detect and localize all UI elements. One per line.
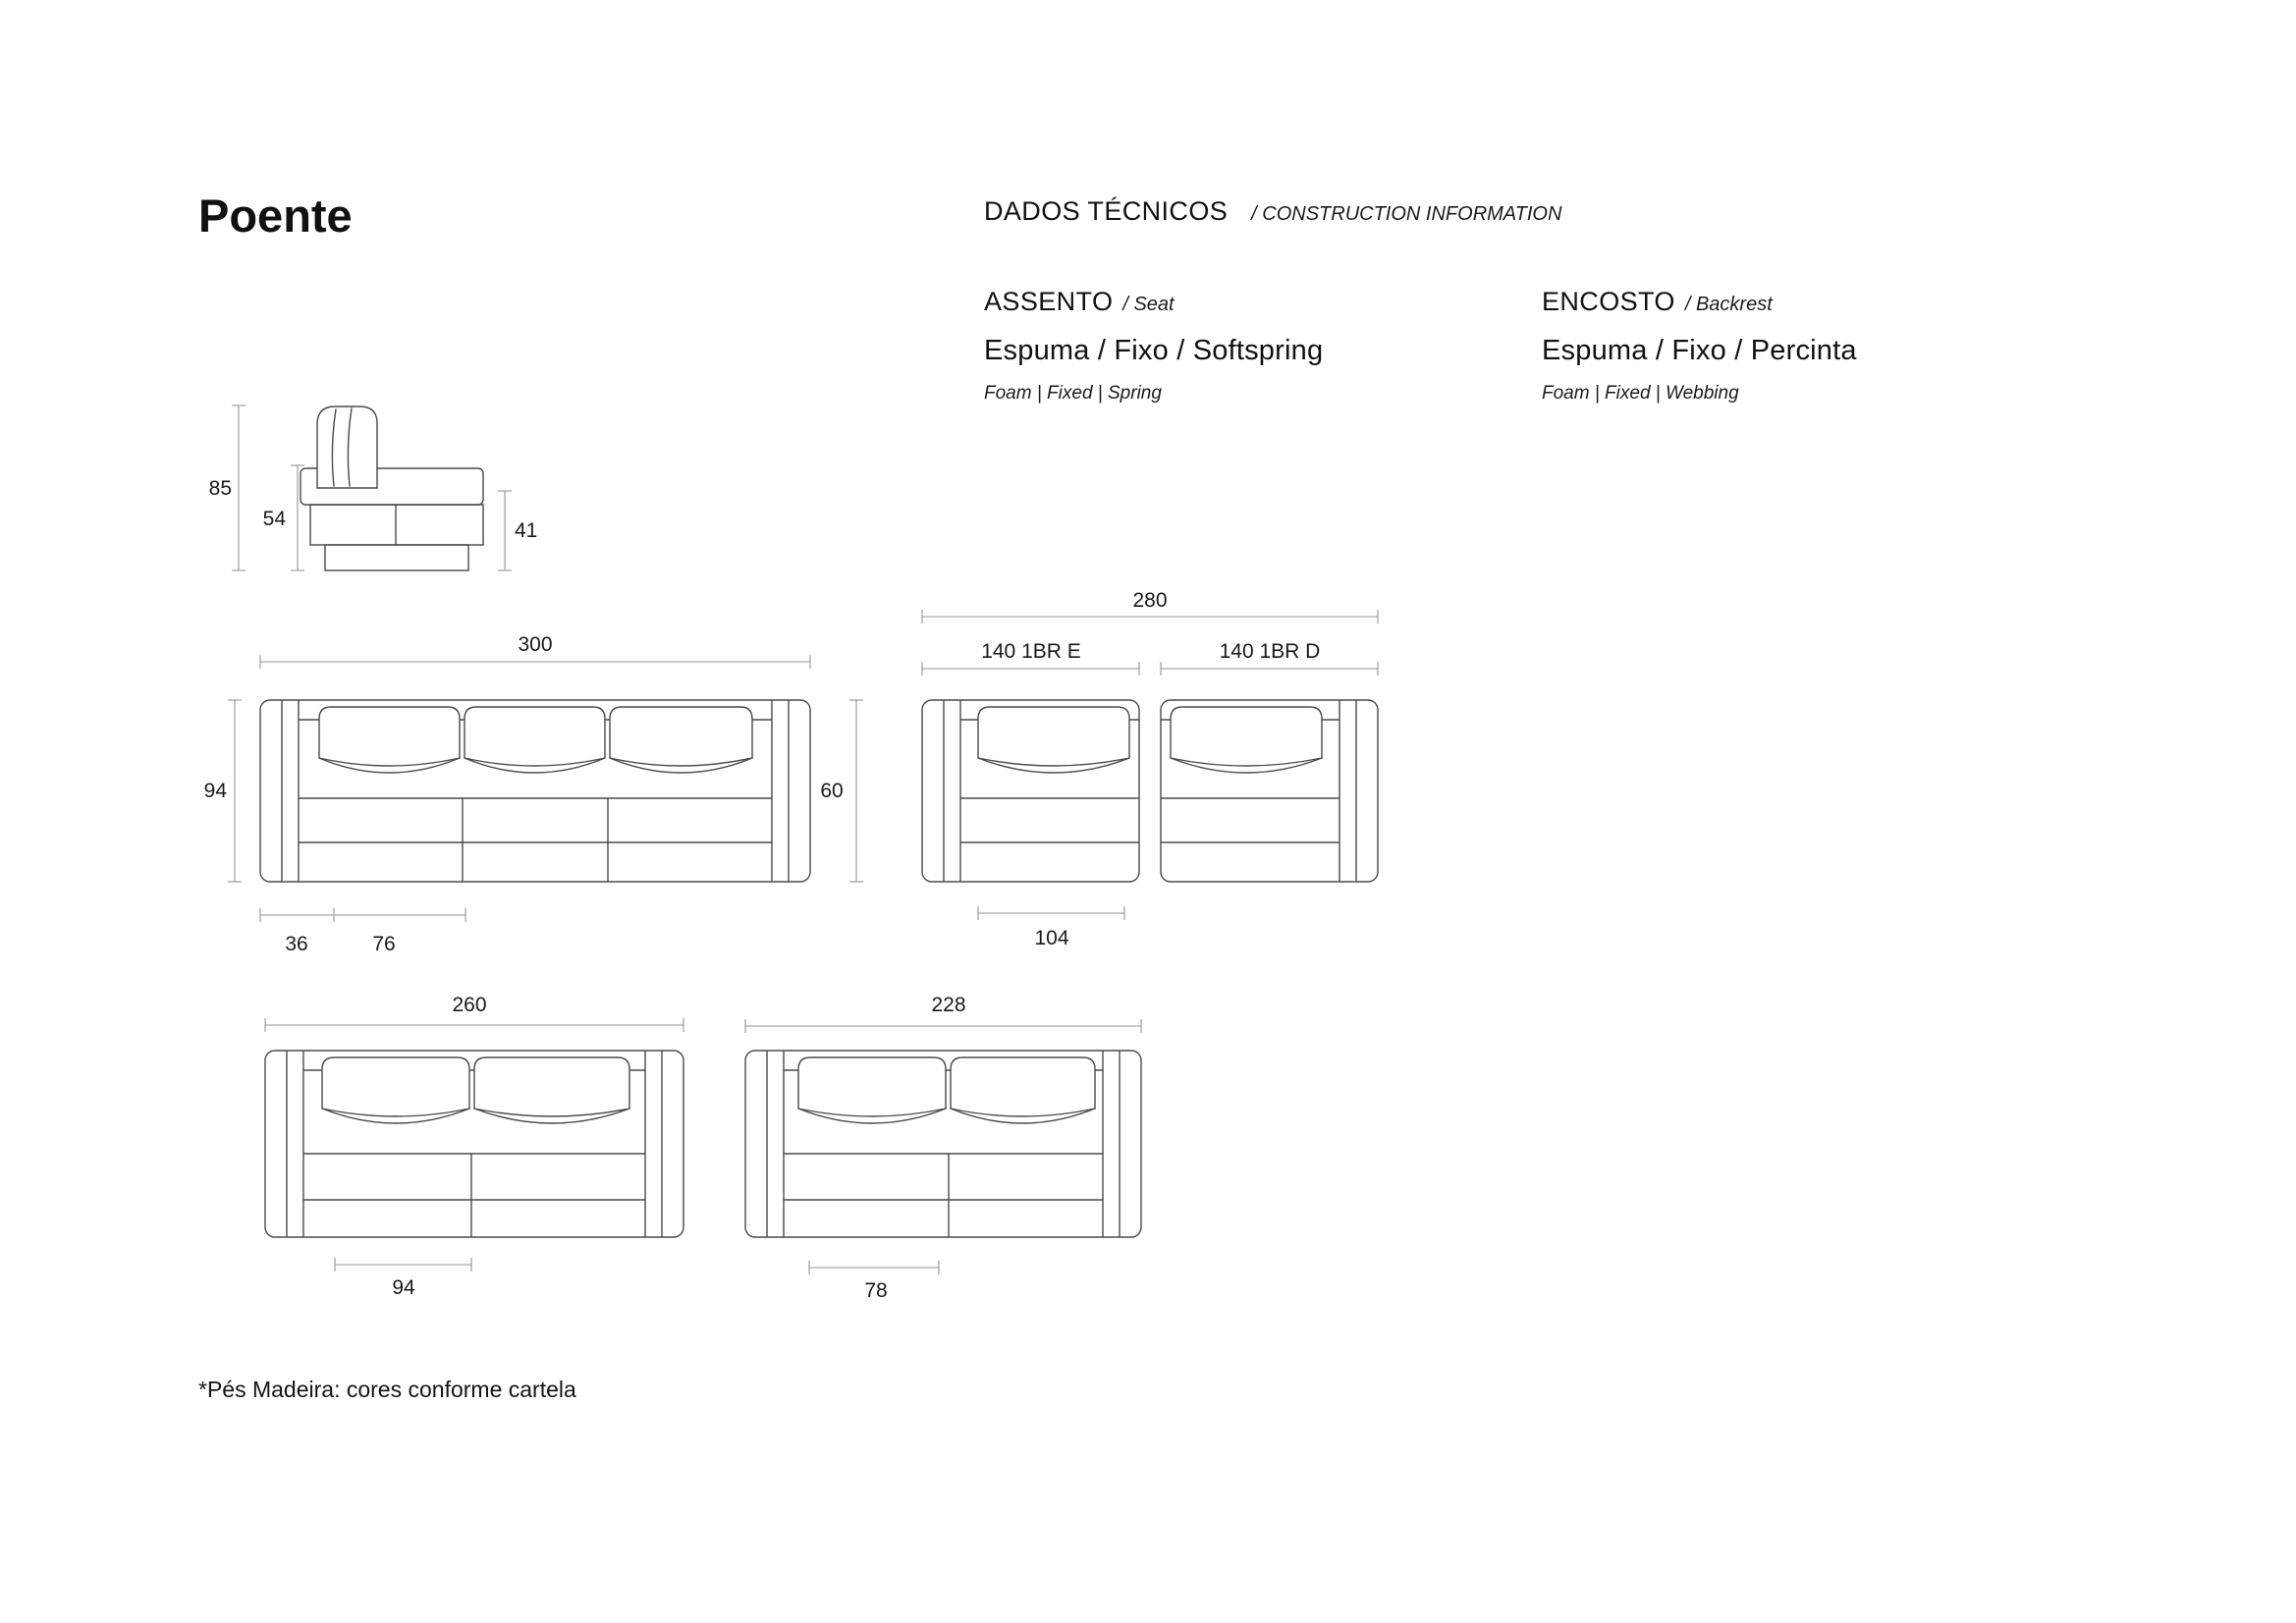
top-view-300-drawing (259, 699, 811, 883)
dim-side-seat-height: 54 (262, 508, 286, 530)
module-140e-outline (921, 699, 1140, 883)
top-view-260-drawing (264, 1050, 684, 1238)
footnote: *Pés Madeira: cores conforme cartela (198, 1377, 576, 1402)
seat-cushion (318, 706, 461, 767)
dim-280-module-right: 140 1BR D (1219, 640, 1321, 663)
module-140d-outline (1160, 699, 1379, 883)
product-title: Poente (198, 189, 353, 242)
seat-cushion (977, 706, 1130, 767)
backrest-label: ENCOSTO (1542, 287, 1675, 316)
dim-300-seat-width: 76 (372, 933, 396, 955)
seat-cushion (1170, 706, 1323, 767)
seat-spec-block: ASSENTO / Seat Espuma / Fixo / Softsprin… (984, 287, 1323, 405)
dim-300-depth: 94 (203, 780, 227, 802)
top-view-140d-drawing (1160, 699, 1379, 883)
top-view-228-drawing (744, 1050, 1142, 1238)
side-view-drawing (300, 406, 484, 571)
seat-materials-en: Foam | Fixed | Spring (984, 383, 1162, 404)
sofa-300-outline (259, 699, 811, 883)
backrest-sublabel: / Backrest (1684, 294, 1773, 315)
dim-side-total-height: 85 (208, 477, 232, 500)
sofa-260-outline (264, 1050, 684, 1238)
section-subtitle: / CONSTRUCTION INFORMATION (1251, 203, 1562, 225)
backrest-spec-block: ENCOSTO / Backrest Espuma / Fixo / Perci… (1542, 287, 1857, 405)
seat-cushion (950, 1056, 1096, 1117)
top-view-140e-drawing (921, 699, 1140, 883)
seat-label: ASSENTO (984, 287, 1114, 316)
dim-300-arm-width: 36 (285, 933, 308, 955)
side-backrest-cushion (316, 406, 378, 489)
seat-materials: Espuma / Fixo / Softspring (984, 335, 1324, 366)
sofa-228-outline (744, 1050, 1142, 1238)
section-header: DADOS TÉCNICOS / CONSTRUCTION INFORMATIO… (984, 196, 1561, 227)
seat-cushion (464, 706, 606, 767)
side-seat-body (309, 504, 484, 546)
backrest-materials: Espuma / Fixo / Percinta (1542, 335, 1857, 366)
dim-260-width: 260 (452, 994, 487, 1016)
dim-300-width: 300 (518, 633, 553, 656)
seat-sublabel: / Seat (1122, 294, 1175, 315)
side-plinth (324, 544, 469, 571)
dim-280-seat-width: 104 (1034, 927, 1069, 949)
seat-cushion (797, 1056, 947, 1117)
dim-260-seat-width: 94 (392, 1276, 415, 1299)
section-title: DADOS TÉCNICOS (984, 196, 1229, 226)
dim-228-width: 228 (931, 994, 966, 1016)
seat-cushion (473, 1056, 630, 1117)
dimension-lines (228, 405, 1379, 1274)
dim-228-seat-width: 78 (864, 1279, 888, 1302)
seat-cushion (321, 1056, 470, 1117)
backrest-materials-en: Foam | Fixed | Webbing (1542, 383, 1739, 404)
dim-300-seat-depth: 60 (820, 780, 844, 802)
dim-side-arm-height: 41 (515, 519, 538, 542)
dim-280-total-width: 280 (1132, 589, 1168, 612)
dim-280-module-left: 140 1BR E (981, 640, 1081, 663)
seat-cushion (609, 706, 753, 767)
